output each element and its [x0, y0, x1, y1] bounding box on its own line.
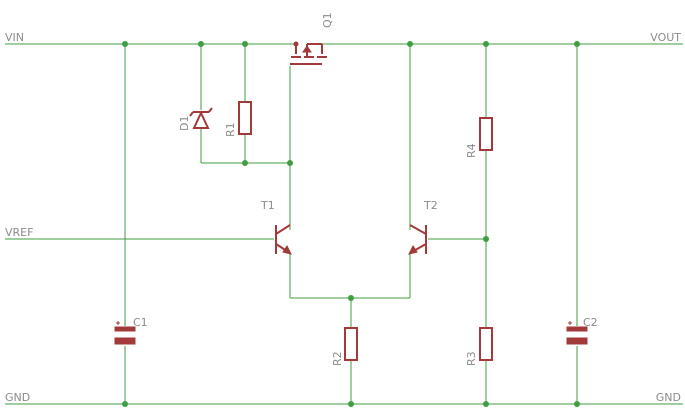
d1-zener-diode-symbol	[189, 107, 213, 129]
junction-dot	[348, 401, 354, 407]
c1-label: C1	[133, 316, 148, 329]
r1-label: R1	[224, 122, 237, 137]
r3-resistor-symbol	[479, 327, 493, 361]
t1-label: T1	[260, 199, 275, 212]
q1-label: Q1	[321, 12, 334, 28]
junction-dot	[287, 160, 293, 166]
d1-label: D1	[178, 116, 191, 131]
junction-dot	[242, 41, 248, 47]
wires	[5, 43, 683, 405]
r2-resistor-symbol	[344, 327, 358, 361]
net-labels: VIN VOUT VREF GND GND	[5, 31, 681, 404]
junction-dot	[574, 401, 580, 407]
vref-label: VREF	[5, 226, 33, 239]
r3-label: R3	[465, 351, 478, 366]
t1-npn-transistor-symbol	[275, 224, 292, 255]
junction-dot	[122, 41, 128, 47]
junction-dot	[483, 401, 489, 407]
junction-dot	[122, 401, 128, 407]
vout-label: VOUT	[650, 31, 681, 44]
gnd-right-label: GND	[656, 391, 681, 404]
junction-dot	[483, 236, 489, 242]
junction-dot	[483, 41, 489, 47]
r4-resistor-symbol	[479, 117, 493, 151]
junction-dot	[242, 160, 248, 166]
junction-dot	[574, 41, 580, 47]
c2-label: C2	[583, 316, 598, 329]
c2-capacitor-symbol	[566, 321, 588, 345]
t2-label: T2	[423, 199, 438, 212]
q1-mosfet-symbol	[290, 41, 327, 65]
reference-designators: Q1 D1 R1 R4 R3 R2 T1 T2 C1 C2	[133, 12, 598, 366]
r1-resistor-symbol	[238, 101, 252, 135]
c1-capacitor-symbol	[114, 321, 136, 345]
t2-npn-transistor-symbol	[408, 224, 427, 255]
r4-label: R4	[465, 143, 478, 158]
junction-dot	[198, 41, 204, 47]
junction-dot	[348, 295, 354, 301]
gnd-left-label: GND	[5, 391, 30, 404]
junctions	[122, 41, 580, 407]
junction-dot	[407, 41, 413, 47]
r2-label: R2	[331, 351, 344, 366]
vin-label: VIN	[5, 31, 24, 44]
